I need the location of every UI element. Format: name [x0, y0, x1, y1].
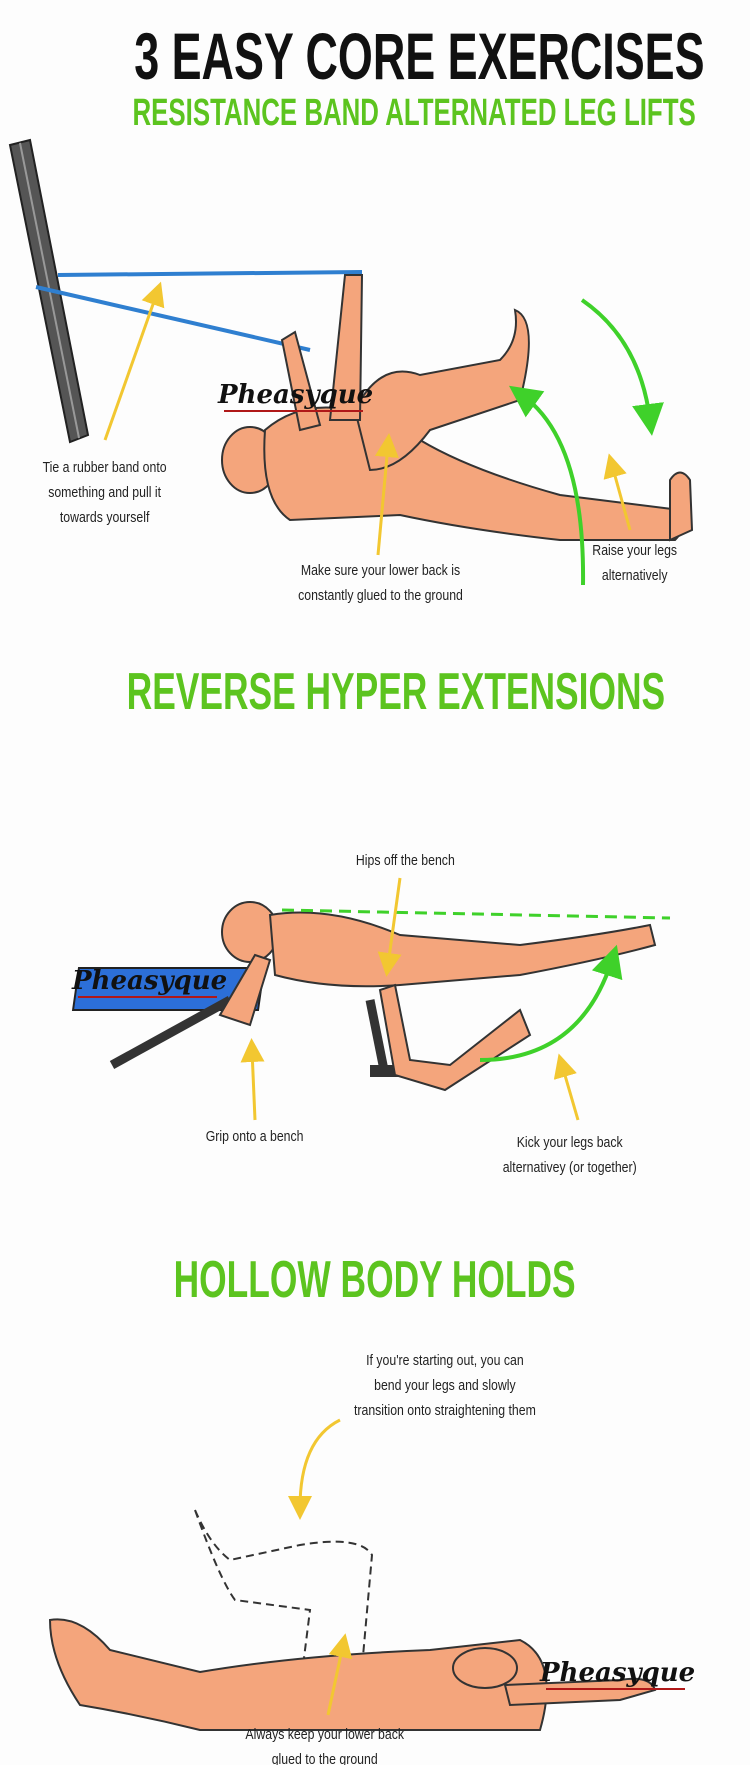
pointer-arrow	[240, 1038, 265, 1121]
note-always-keep: Always keep your lower back glued to the…	[215, 1722, 435, 1765]
figure	[218, 901, 657, 1092]
pointer-arrow	[374, 433, 399, 556]
note-text: Grip onto a bench	[206, 1128, 304, 1145]
note-text: Raise your legs alternatively	[592, 542, 678, 584]
pointer-arrow	[377, 877, 402, 977]
bent-leg-outline	[194, 1509, 374, 1691]
note-kick: Kick your legs back alternativey (or tog…	[480, 1130, 660, 1180]
leg-lift-illustration	[8, 138, 694, 586]
page-title: 3 EASY CORE EXERCISES	[0, 18, 750, 94]
page-title-text: 3 EASY CORE EXERCISES	[134, 19, 705, 93]
pointer-arrow	[103, 281, 165, 441]
figure	[48, 1618, 657, 1731]
note-text: If you're starting out, you can bend you…	[354, 1352, 536, 1419]
resistance-band	[35, 285, 311, 352]
note-hips: Hips off the bench	[330, 848, 480, 873]
section-title-text: RESISTANCE BAND ALTERNATED LEG LIFTS	[132, 92, 696, 134]
reverse-hyper-illustration	[71, 877, 671, 1121]
motion-arrow	[580, 298, 664, 436]
note-text: Tie a rubber band onto something and pul…	[43, 459, 167, 526]
note-lower-back: Make sure your lower back is constantly …	[265, 558, 495, 608]
pointer-arrow	[326, 1633, 353, 1716]
note-band: Tie a rubber band onto something and pul…	[20, 455, 190, 530]
brand-logo: Pheasyque	[540, 1658, 696, 1690]
motion-arrow	[479, 944, 623, 1062]
note-text: Hips off the bench	[355, 852, 455, 869]
section-title-reverse-hyper: REVERSE HYPER EXTENSIONS	[0, 662, 750, 722]
brand-logo: Pheasyque	[72, 966, 228, 998]
section-title-text: REVERSE HYPER EXTENSIONS	[126, 663, 666, 721]
resistance-band	[57, 270, 363, 277]
pointer-arrow	[288, 1418, 341, 1520]
note-text: Always keep your lower back glued to the…	[245, 1726, 405, 1765]
pointer-arrow	[603, 453, 632, 531]
note-text: Make sure your lower back is constantly …	[297, 562, 463, 604]
motion-arrow	[508, 385, 586, 586]
note-text: Kick your legs back alternativey (or tog…	[502, 1134, 637, 1176]
brand-logo: Pheasyque	[218, 380, 374, 412]
section-title-leg-lifts: RESISTANCE BAND ALTERNATED LEG LIFTS	[0, 92, 750, 135]
hollow-body-illustration	[48, 1418, 657, 1731]
note-raise-legs: Raise your legs alternatively	[575, 538, 695, 588]
section-title-text: HOLLOW BODY HOLDS	[173, 1251, 577, 1309]
section-title-hollow-body: HOLLOW BODY HOLDS	[0, 1250, 750, 1310]
pointer-arrow	[553, 1053, 580, 1121]
note-starting-out: If you're starting out, you can bend you…	[325, 1348, 565, 1423]
horizontal-guide-line	[281, 908, 671, 920]
note-grip: Grip onto a bench	[180, 1124, 330, 1149]
